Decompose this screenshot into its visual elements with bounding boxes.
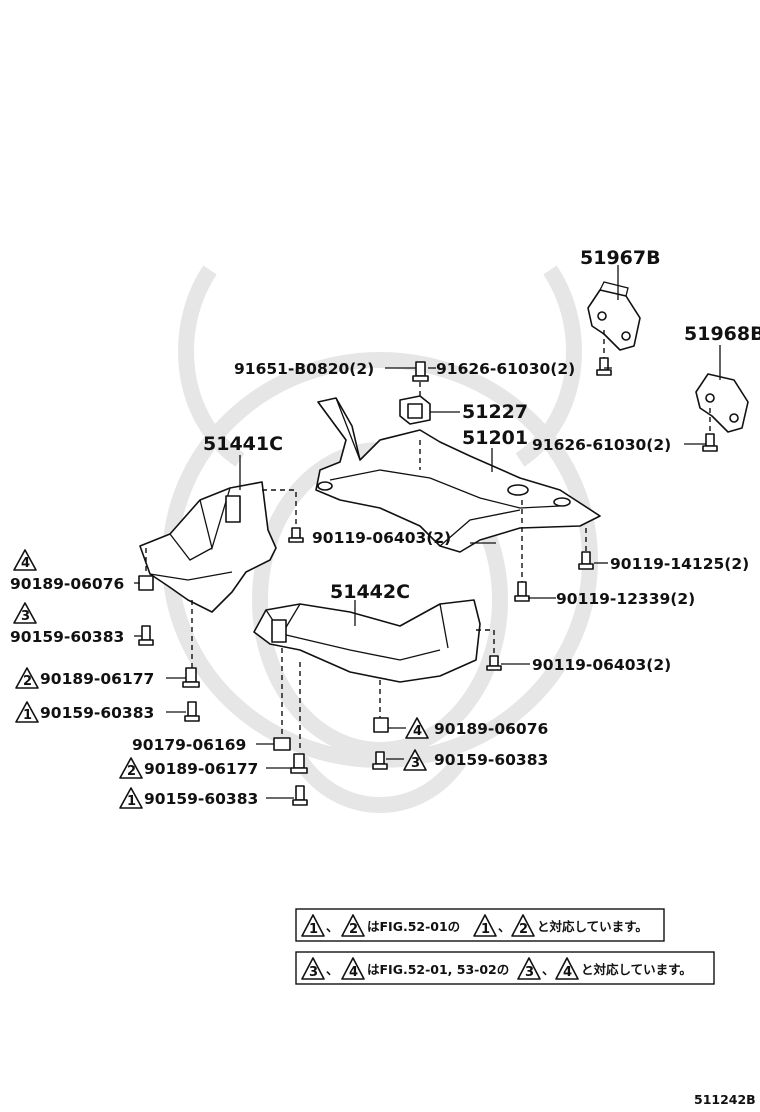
nut-90189-06076-left[interactable] <box>138 575 154 591</box>
marker-2-bottom: 2 <box>119 757 143 779</box>
bolt-91626-b[interactable] <box>702 433 718 452</box>
svg-text:、: 、 <box>326 919 339 934</box>
marker-1-left: 1 <box>15 701 39 723</box>
bolt-90189-06177-left-a[interactable] <box>182 667 200 688</box>
marker-3-left: 3 <box>13 602 37 624</box>
nut-90189-06076-right[interactable] <box>373 717 389 733</box>
bolt-91651[interactable] <box>412 361 429 382</box>
svg-text:2: 2 <box>519 922 528 937</box>
note-box-2: 3 、 4 はFIG.52-01, 53-02の 3 、 4 と対応しています。 <box>295 951 715 985</box>
label-91651-b0820: 91651-B0820(2) <box>234 360 374 378</box>
label-90189-06076-left: 90189-06076 <box>10 575 124 593</box>
label-51967b: 51967B <box>580 247 661 269</box>
svg-text:、: 、 <box>542 962 555 977</box>
svg-text:2: 2 <box>23 674 32 689</box>
svg-text:3: 3 <box>309 965 318 980</box>
marker-4-left: 4 <box>13 549 37 571</box>
bolt-90159-60383-left-b[interactable] <box>184 701 200 722</box>
svg-text:、: 、 <box>326 962 339 977</box>
label-90159-60383-left-a: 90159-60383 <box>10 628 124 646</box>
figure-id: 511242B <box>694 1092 756 1107</box>
svg-text:1: 1 <box>481 922 490 937</box>
bolt-90189-06177-left-b[interactable] <box>290 753 308 774</box>
label-91626-61030-b: 91626-61030(2) <box>532 436 671 454</box>
label-51441c: 51441C <box>203 433 283 455</box>
bolt-91626-a[interactable] <box>596 357 612 376</box>
marker-2-left: 2 <box>15 667 39 689</box>
bracket-51968b[interactable] <box>695 373 749 433</box>
bolt-90159-60383-right[interactable] <box>372 751 388 770</box>
svg-text:1: 1 <box>309 922 318 937</box>
bolt-90119-12339[interactable] <box>514 581 530 602</box>
svg-text:4: 4 <box>349 965 358 980</box>
svg-text:4: 4 <box>21 556 30 571</box>
label-51968b: 51968B <box>684 323 760 345</box>
svg-text:2: 2 <box>127 764 136 779</box>
marker-4-right: 4 <box>405 717 429 739</box>
bolt-90159-60383-left-a[interactable] <box>138 625 154 646</box>
bracket-51967b[interactable] <box>587 281 641 351</box>
bolt-90119-06403-b[interactable] <box>486 655 502 671</box>
label-90159-60383-right: 90159-60383 <box>434 751 548 769</box>
crossmember-51201[interactable] <box>315 397 601 553</box>
svg-text:4: 4 <box>413 724 422 739</box>
svg-text:1: 1 <box>23 708 32 723</box>
label-90159-60383-bottom: 90159-60383 <box>144 790 258 808</box>
label-51442c: 51442C <box>330 581 410 603</box>
nut-90179-06169[interactable] <box>273 737 291 751</box>
bolt-90119-14125[interactable] <box>578 551 594 570</box>
marker-1-bottom: 1 <box>119 787 143 809</box>
label-90179-06169: 90179-06169 <box>132 736 246 754</box>
svg-text:、: 、 <box>498 919 511 934</box>
label-91626-61030-a: 91626-61030(2) <box>436 360 575 378</box>
cover-51441c[interactable] <box>139 481 277 613</box>
label-90189-06076-right: 90189-06076 <box>434 720 548 738</box>
label-51201: 51201 <box>462 427 528 449</box>
svg-text:1: 1 <box>127 794 136 809</box>
svg-text:と対応しています。: と対応しています。 <box>581 962 692 977</box>
svg-text:2: 2 <box>349 922 358 937</box>
cover-51442c[interactable] <box>253 599 481 683</box>
svg-text:3: 3 <box>411 756 420 771</box>
label-90119-06403-b: 90119-06403(2) <box>532 656 671 674</box>
svg-text:はFIG.52-01の: はFIG.52-01の <box>367 919 460 934</box>
bolt-90119-06403-a[interactable] <box>288 527 304 543</box>
svg-text:4: 4 <box>563 965 572 980</box>
svg-text:3: 3 <box>21 609 30 624</box>
bolt-90159-60383-left-c[interactable] <box>292 785 308 806</box>
label-90189-06177-bottom: 90189-06177 <box>144 760 258 778</box>
marker-3-right: 3 <box>403 749 427 771</box>
note-box-1: 1 、 2 はFIG.52-01の 1 、 2 と対応しています。 <box>295 908 665 942</box>
label-90119-06403-a: 90119-06403(2) <box>312 529 451 547</box>
svg-text:と対応しています。: と対応しています。 <box>537 919 648 934</box>
label-90159-60383-left-b: 90159-60383 <box>40 704 154 722</box>
svg-text:3: 3 <box>525 965 534 980</box>
stopper-51227[interactable] <box>399 395 431 425</box>
svg-text:はFIG.52-01, 53-02の: はFIG.52-01, 53-02の <box>367 962 509 977</box>
label-90119-12339: 90119-12339(2) <box>556 590 695 608</box>
label-51227: 51227 <box>462 401 528 423</box>
label-90119-14125: 90119-14125(2) <box>610 555 749 573</box>
label-90189-06177-left-a: 90189-06177 <box>40 670 154 688</box>
